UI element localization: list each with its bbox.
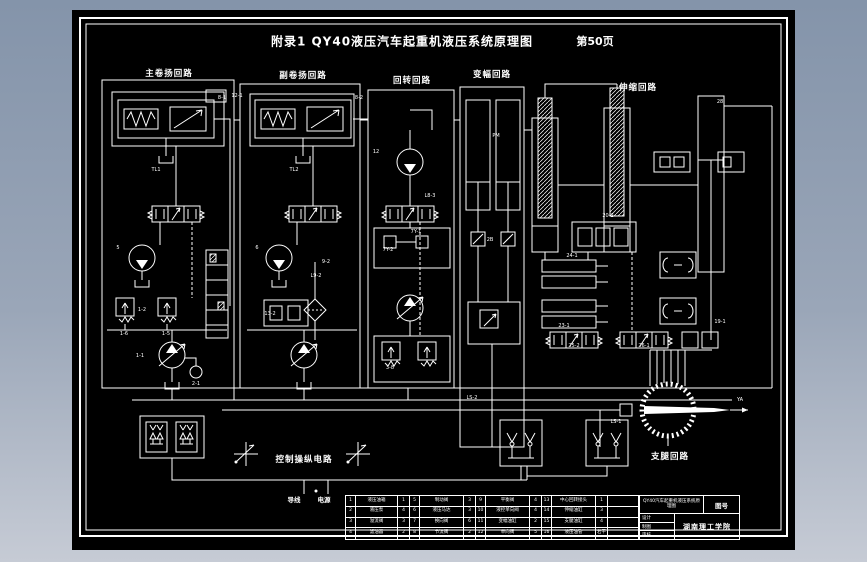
parts-table-cell: 6	[410, 506, 420, 518]
parts-table-cell	[608, 496, 639, 507]
parts-table-cell	[608, 528, 639, 539]
parts-table-cell: 4	[346, 528, 356, 539]
parts-table-cell: 3	[464, 496, 476, 507]
parts-table-cell: 2	[530, 517, 542, 529]
parts-table-cell: 中心回转接头	[552, 496, 596, 507]
parts-table-cell: 15	[542, 517, 552, 529]
parts-table-cell: 3	[596, 506, 608, 518]
title-block-doc-title: QY40汽车起重机液压系统原理图	[640, 496, 704, 513]
circuit-aux-winch	[240, 84, 368, 390]
parts-table-cell: 3	[464, 506, 476, 518]
parts-table-cell: 12	[476, 528, 486, 539]
parts-table-cell: 单向阀	[486, 528, 530, 539]
parts-table-cell: 制动阀	[420, 496, 464, 507]
circuit-main-winch	[102, 80, 234, 390]
parts-table-cell: 伸缩油缸	[552, 506, 596, 518]
parts-table-cell: 2	[464, 528, 476, 539]
circuit-control	[140, 416, 629, 494]
parts-table-cell	[608, 517, 639, 529]
title-block-field: 审核	[642, 533, 651, 539]
schematic-drawing	[72, 10, 795, 550]
parts-table-cell: 液压马达	[420, 506, 464, 518]
parts-table-cell: 11	[476, 517, 486, 529]
parts-table-cell: 10	[476, 506, 486, 518]
parts-table-cell: 支腿油缸	[552, 517, 596, 529]
parts-table-cell: 1	[398, 496, 410, 507]
title-block-drawing-no: 图号	[715, 501, 728, 510]
parts-table-cell: 16	[542, 528, 552, 539]
parts-table-cell: 2	[398, 528, 410, 539]
parts-table-cell: 4	[398, 506, 410, 518]
title-block: QY40汽车起重机液压系统原理图 图号 设计 制图 审核 湖南理工学院	[639, 495, 740, 540]
drawing-canvas: 附录1 QY40液压汽车起重机液压系统原理图第50页主卷扬回路副卷扬回路回转回路…	[72, 10, 795, 550]
parts-table-cell: 5	[530, 528, 542, 539]
parts-table-cell: 平衡阀	[486, 496, 530, 507]
parts-table-cell: 3	[398, 517, 410, 529]
parts-table-cell: 8	[410, 528, 420, 539]
parts-table-cell: 1	[346, 496, 356, 507]
parts-table-cell: 若干	[596, 528, 608, 539]
title-block-field: 设计	[640, 514, 674, 523]
title-block-fields: 设计 制图 审核	[640, 514, 675, 539]
title-block-organization: 湖南理工学院	[683, 522, 731, 531]
parts-table-cell: 变幅油缸	[486, 517, 530, 529]
parts-table-cell: 2	[346, 506, 356, 518]
parts-table-cell: 9	[476, 496, 486, 507]
parts-table-cell: 14	[542, 506, 552, 518]
parts-table-cell: 液控单向阀	[486, 506, 530, 518]
parts-table-cell: 1	[596, 496, 608, 507]
parts-table-cell: 滤油器	[356, 528, 398, 539]
circuit-telescoping	[532, 84, 772, 388]
parts-table-cell: 13	[542, 496, 552, 507]
parts-table-cell: 3	[346, 517, 356, 529]
parts-table-cell: 溢流阀	[356, 517, 398, 529]
parts-table-cell: 4	[530, 496, 542, 507]
circuit-slewing	[368, 90, 454, 388]
parts-table-cell: 液压泵	[356, 506, 398, 518]
drawing-frame	[80, 18, 787, 536]
parts-table-cell: 液压油管	[552, 528, 596, 539]
title-block-field: 制图	[640, 523, 674, 532]
parts-table-cell: 节流阀	[420, 528, 464, 539]
parts-table-cell: 5	[410, 496, 420, 507]
parts-table-cell: 7	[410, 517, 420, 529]
parts-table-cell: 换向阀	[420, 517, 464, 529]
bus-lines	[102, 120, 772, 446]
parts-table-cell: 液压油箱	[356, 496, 398, 507]
circuit-luffing	[460, 87, 524, 447]
parts-table-cell: 4	[596, 517, 608, 529]
parts-table-cell: 4	[530, 506, 542, 518]
circuit-outrigger	[600, 350, 748, 447]
parts-table-cell	[608, 506, 639, 518]
parts-table-cell: 6	[464, 517, 476, 529]
